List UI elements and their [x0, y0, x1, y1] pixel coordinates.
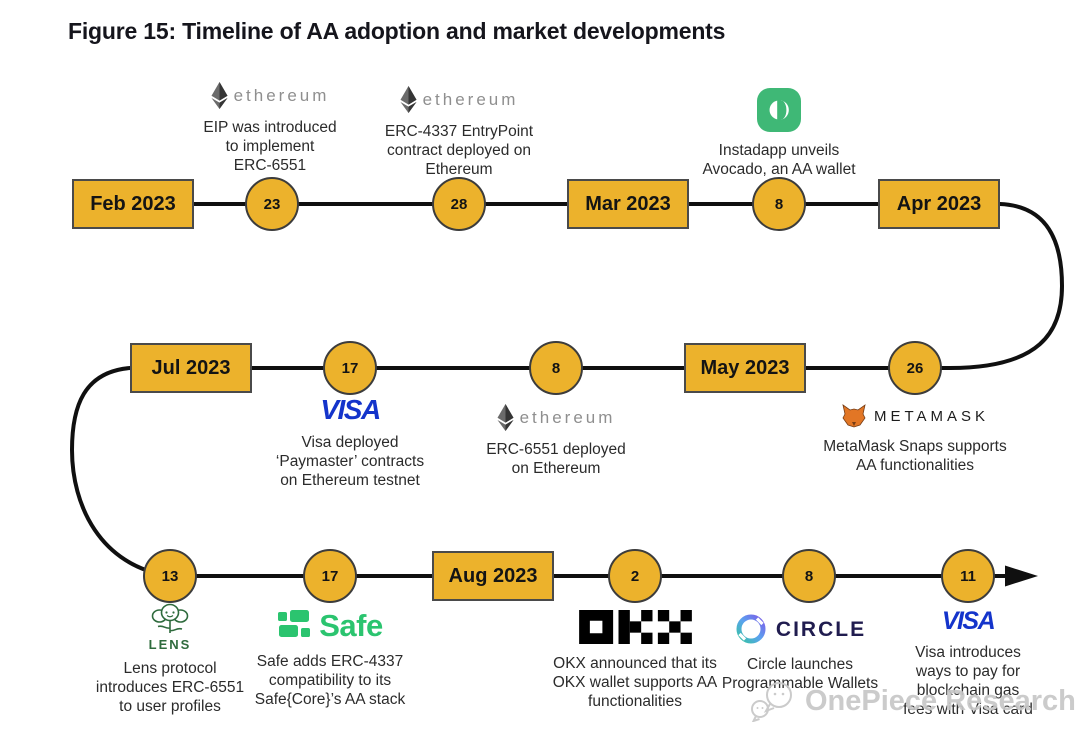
- circle-wordmark: CIRCLE: [775, 617, 867, 641]
- circle-ring-icon: [736, 614, 766, 644]
- day-node-26: 26: [888, 341, 942, 395]
- annotation-line: Safe adds ERC-4337: [256, 653, 404, 670]
- date-box-mar-2023: Mar 2023: [567, 179, 689, 229]
- annotation-line: Instadapp unveils: [718, 142, 840, 159]
- metamask-logo: METAMASK: [841, 404, 989, 428]
- ethereum-diamond-icon: [497, 404, 514, 431]
- annotation-line: ways to pay for: [915, 663, 1021, 680]
- day-node-17-row2: 17: [323, 341, 377, 395]
- annotation-line: Programmable Wallets: [721, 675, 879, 692]
- annotation-line: OKX wallet supports AA: [552, 674, 718, 691]
- day-node-28: 28: [432, 177, 486, 231]
- safe-blocks-icon: [278, 610, 311, 637]
- figure-title: Figure 15: Timeline of AA adoption and m…: [68, 18, 726, 44]
- annotation-line: Avocado, an AA wallet: [702, 161, 856, 178]
- annotation-erc-4337: ethereum ERC-4337 EntryPoint contract de…: [359, 86, 559, 179]
- ethereum-diamond-icon: [400, 86, 417, 113]
- annotation-line: ERC-6551 deployed: [486, 441, 626, 458]
- day-node-8-row3: 8: [782, 549, 836, 603]
- day-node-8-row2: 8: [529, 341, 583, 395]
- day-node-13: 13: [143, 549, 197, 603]
- annotation-safe-erc-4337: Safe Safe adds ERC-4337 compatibility to…: [220, 608, 440, 709]
- annotation-line: fees with Visa card: [903, 701, 1033, 718]
- annotation-instadapp: Instadapp unveils Avocado, an AA wallet: [674, 88, 884, 179]
- annotation-line: Circle launches: [747, 656, 853, 673]
- annotation-line: MetaMask Snaps supports: [823, 438, 1007, 455]
- date-box-apr-2023: Apr 2023: [878, 179, 1000, 229]
- date-box-aug-2023: Aug 2023: [432, 551, 554, 601]
- day-node-11: 11: [941, 549, 995, 603]
- ethereum-logo: ethereum: [211, 82, 330, 109]
- annotation-line: Visa introduces: [915, 644, 1021, 661]
- annotation-metamask-snaps: METAMASK MetaMask Snaps supports AA func…: [790, 404, 1040, 475]
- safe-logo: Safe: [277, 607, 383, 643]
- annotation-line: OKX announced that its: [553, 655, 717, 672]
- annotation-okx-wallet: OKX announced that its OKX wallet suppor…: [520, 610, 750, 711]
- annotation-line: Lens protocol: [123, 660, 217, 677]
- day-node-2: 2: [608, 549, 662, 603]
- annotation-erc-6551-deployed: ethereum ERC-6551 deployed on Ethereum: [456, 404, 656, 478]
- annotation-line: contract deployed on: [387, 142, 531, 159]
- annotation-line: compatibility to its: [268, 672, 392, 689]
- arrowhead-icon: [1005, 565, 1038, 587]
- metamask-wordmark: METAMASK: [873, 407, 990, 425]
- lens-logo: LENS: [146, 602, 194, 654]
- ethereum-diamond-icon: [211, 82, 228, 109]
- ethereum-wordmark: ethereum: [233, 86, 330, 105]
- annotation-line: to user profiles: [119, 698, 221, 715]
- visa-logo: VISA: [941, 607, 996, 635]
- day-node-8-row1: 8: [752, 177, 806, 231]
- instadapp-avocado-icon: [757, 88, 801, 132]
- annotation-line: ERC-6551: [233, 157, 307, 174]
- metamask-fox-icon: [842, 404, 866, 428]
- circle-logo: CIRCLE: [734, 612, 866, 646]
- date-box-jul-2023: Jul 2023: [130, 343, 252, 393]
- annotation-line: introduces ERC-6551: [95, 679, 245, 696]
- annotation-line: blockchain gas: [916, 682, 1020, 699]
- ethereum-wordmark: ethereum: [519, 408, 616, 427]
- safe-wordmark: Safe: [319, 607, 383, 643]
- annotation-line: Safe{Core}’s AA stack: [254, 691, 406, 708]
- visa-logo: VISA: [320, 394, 381, 425]
- day-node-17-row3: 17: [303, 549, 357, 603]
- day-node-23: 23: [245, 177, 299, 231]
- date-box-feb-2023: Feb 2023: [72, 179, 194, 229]
- annotation-line: AA functionalities: [855, 457, 975, 474]
- annotation-visa-paymaster: VISA Visa deployed ‘Paymaster’ contracts…: [250, 394, 450, 490]
- annotation-line: functionalities: [588, 693, 682, 710]
- annotation-line: ERC-4337 EntryPoint: [384, 123, 534, 140]
- annotation-line: EIP was introduced: [203, 119, 337, 136]
- annotation-line: on Ethereum: [511, 460, 601, 477]
- annotation-circle-wallets: CIRCLE Circle launches Programmable Wall…: [690, 612, 910, 693]
- ethereum-logo: ethereum: [400, 86, 519, 113]
- ethereum-wordmark: ethereum: [422, 90, 519, 109]
- annotation-line: Visa deployed: [301, 434, 399, 451]
- date-box-may-2023: May 2023: [684, 343, 806, 393]
- annotation-line: Ethereum: [425, 161, 493, 178]
- annotation-line: on Ethereum testnet: [280, 472, 420, 489]
- lens-wordmark: LENS: [148, 637, 192, 652]
- okx-logo: [578, 610, 692, 644]
- annotation-eip-6551: ethereum EIP was introduced to implement…: [175, 82, 365, 175]
- annotation-line: to implement: [225, 138, 315, 155]
- lens-flower-icon: [151, 603, 189, 633]
- annotation-line: ‘Paymaster’ contracts: [275, 453, 425, 470]
- annotation-visa-gas-fees: VISA Visa introduces ways to pay for blo…: [873, 607, 1063, 719]
- annotation-lens-protocol: LENS Lens protocol introduces ERC-6551 t…: [65, 602, 275, 716]
- ethereum-logo: ethereum: [497, 404, 616, 431]
